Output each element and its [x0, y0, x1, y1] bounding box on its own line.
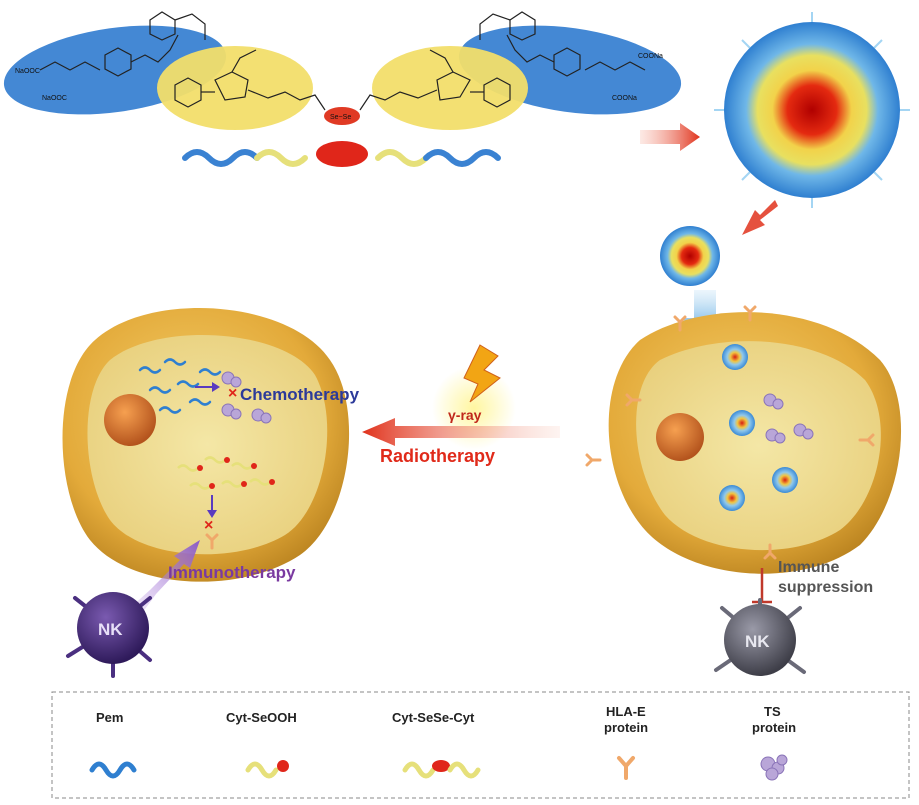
legend-item-cyt-seooh: Cyt-SeOOH: [226, 710, 297, 779]
radiotherapy-label: Radiotherapy: [380, 446, 495, 466]
cyt-sese-cyt-icon: [402, 761, 436, 779]
nk-right-label: NK: [745, 632, 770, 651]
right-salt-2: COONa: [612, 95, 637, 102]
hla-e-proteins-right: [585, 305, 875, 560]
cyt-region-left: [157, 46, 313, 130]
legend-item-pem: Pem: [89, 710, 137, 779]
pem-molecules-left: [138, 358, 222, 414]
micelle-large: [714, 12, 910, 208]
assembly-arrow: [640, 123, 700, 151]
legend-label-line2: protein: [604, 720, 648, 735]
right-salt-1: COONa: [638, 53, 663, 60]
lightning-icon: [463, 344, 501, 403]
skeleton-lines: [39, 11, 646, 111]
cell-left: × ×: [62, 307, 350, 582]
nk-cell-left: NK: [66, 592, 152, 678]
chemotherapy-label: Chemotherapy: [240, 385, 360, 404]
chain-cartoon: [182, 149, 501, 167]
molecule-structure: NaOOC NaOOC COONa COONa Se−Se: [3, 11, 682, 167]
gamma-ray-label: γ-ray: [448, 407, 482, 423]
micelle-small: [660, 226, 720, 286]
pem-icon: [89, 761, 137, 779]
radiotherapy-arrow: [362, 418, 560, 446]
nucleus-right: [656, 413, 704, 461]
left-salt-2: NaOOC: [42, 95, 67, 102]
intracellular-micelle: [772, 467, 798, 493]
immune-suppression-label-1: Immune: [778, 559, 839, 576]
ts-proteins-left: [221, 371, 272, 424]
legend-box: Pem Cyt-SeOOH Cyt-SeSe-Cyt HLA-E protein: [51, 691, 910, 799]
se-se-linker: [324, 107, 360, 125]
block-mark-hla: ×: [204, 517, 213, 534]
cyt-seooh-icon: [245, 761, 279, 779]
hla-e-protein-left: [205, 533, 219, 550]
immune-suppression-label-2: suppression: [778, 579, 873, 596]
legend-item-hla-e: HLA-E protein: [604, 704, 648, 780]
left-salt-1: NaOOC: [15, 68, 40, 75]
intracellular-micelle: [729, 410, 755, 436]
cyt-seooh-heads: [197, 457, 275, 489]
legend-item-cyt-sese-cyt: Cyt-SeSe-Cyt: [392, 710, 481, 779]
cyt-seooh-left: [177, 456, 271, 490]
immunotherapy-arrow: [130, 540, 200, 616]
cell-right: [585, 305, 902, 574]
hla-e-icon: [617, 756, 635, 780]
legend-label-line1: TS: [764, 704, 781, 719]
intracellular-micelle: [719, 485, 745, 511]
ts-proteins-right: [763, 393, 814, 444]
immunotherapy-label: Immunotherapy: [168, 563, 296, 582]
delivery-arrow-1: [742, 200, 778, 235]
block-mark-chemo: ×: [228, 385, 237, 402]
legend-label: Pem: [96, 710, 123, 725]
legend-label: Cyt-SeSe-Cyt: [392, 710, 475, 725]
nk-cell-right: NK: [714, 598, 806, 676]
legend-label-line2: protein: [752, 720, 796, 735]
legend-label-line1: HLA-E: [606, 704, 646, 719]
cyt-region-right: [372, 46, 528, 130]
legend-label: Cyt-SeOOH: [226, 710, 297, 725]
se-se-label: Se−Se: [330, 114, 351, 121]
nk-left-label: NK: [98, 620, 123, 639]
ts-icon: [760, 754, 788, 781]
nucleus-left: [104, 394, 156, 446]
chain-selenium-node: [316, 141, 368, 167]
intracellular-micelle: [722, 344, 748, 370]
legend-item-ts: TS protein: [752, 704, 796, 781]
